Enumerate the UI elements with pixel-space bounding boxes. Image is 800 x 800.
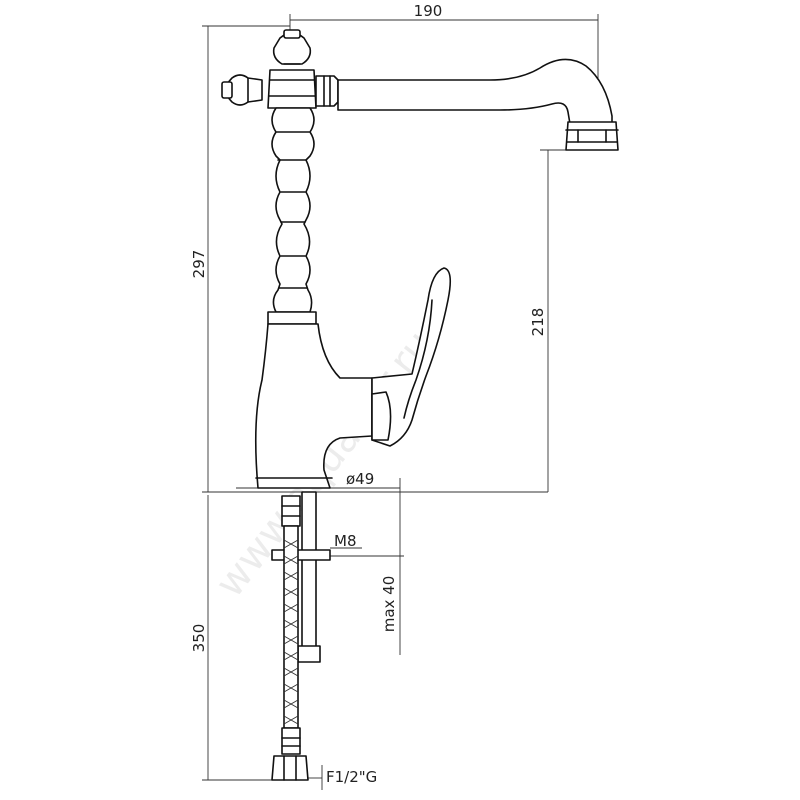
- stud-thread-label: M8: [334, 532, 357, 550]
- total-height-label: 297: [190, 250, 208, 279]
- dimension-labels: 190 297 218 ø49 M8 max 40 350 F1/2"G: [190, 2, 547, 786]
- max-thickness-label: max 40: [380, 576, 398, 633]
- spout-reach-label: 190: [414, 2, 443, 20]
- hose-length-label: 350: [190, 624, 208, 653]
- faucet-drawing: [221, 29, 619, 781]
- base-diameter-label: ø49: [346, 470, 374, 488]
- connection-label: F1/2"G: [326, 768, 377, 786]
- spout-height-label: 218: [529, 308, 547, 337]
